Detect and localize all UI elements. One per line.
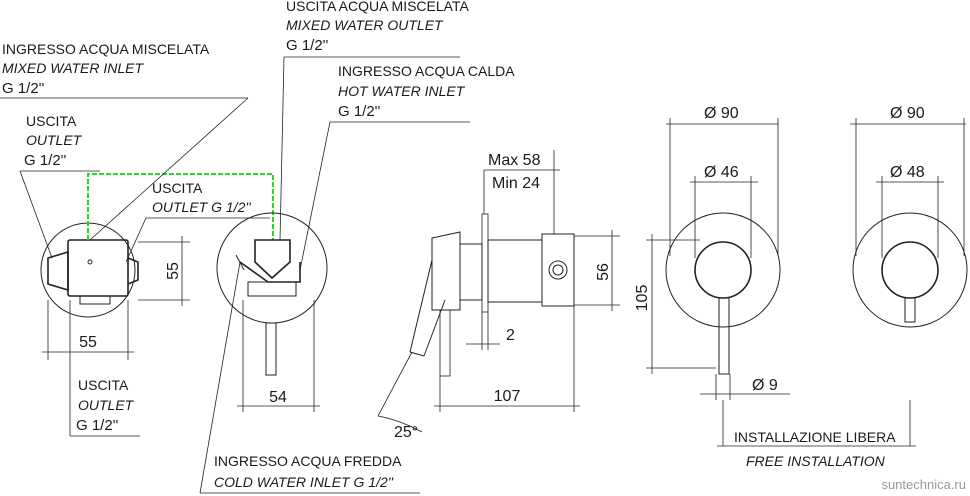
dimension-2: 2 — [466, 312, 515, 350]
dimension-plate1-inner: Ø 46 — [690, 164, 758, 258]
svg-text:OUTLET: OUTLET — [26, 132, 83, 148]
svg-text:G 1/2'': G 1/2'' — [286, 37, 329, 54]
svg-text:MIXED WATER INLET: MIXED WATER INLET — [2, 60, 145, 76]
dimension-plate1-outer: Ø 90 — [666, 105, 779, 256]
svg-text:OUTLET G 1/2'': OUTLET G 1/2'' — [152, 199, 252, 215]
watermark-text: suntechnica.ru — [881, 477, 966, 492]
svg-text:MIXED WATER OUTLET: MIXED WATER OUTLET — [286, 17, 444, 33]
dimension-107: 107 — [434, 306, 580, 412]
label-outlet-mid: USCITA OUTLET G 1/2'' — [125, 180, 270, 263]
svg-text:INGRESSO ACQUA FREDDA: INGRESSO ACQUA FREDDA — [214, 453, 402, 469]
svg-text:G 1/2'': G 1/2'' — [338, 103, 381, 120]
cover-plate-2 — [852, 212, 968, 328]
label-free-installation: INSTALLAZIONE LIBERA FREE INSTALLATION — [717, 400, 916, 469]
svg-text:G 1/2'': G 1/2'' — [24, 152, 67, 169]
svg-text:Ø 48: Ø 48 — [890, 164, 925, 181]
svg-text:G 1/2'': G 1/2'' — [2, 80, 45, 97]
svg-text:25°: 25° — [394, 424, 418, 441]
dimension-diameter-9: Ø 9 — [700, 374, 790, 400]
dimension-55-vertical: 55 — [138, 236, 190, 306]
svg-text:USCITA: USCITA — [78, 377, 129, 393]
valve-body-rear-view — [216, 212, 328, 376]
dim-55-v-text: 55 — [165, 262, 182, 280]
svg-text:OUTLET: OUTLET — [78, 397, 135, 413]
svg-text:USCITA: USCITA — [26, 113, 77, 129]
dimension-55-horizontal: 55 — [42, 300, 134, 360]
label-outlet-bottom: USCITA OUTLET G 1/2'' — [69, 300, 140, 437]
dim-54-text: 54 — [269, 389, 287, 406]
dimension-54: 54 — [237, 300, 320, 412]
label-mixed-water-outlet: USCITA ACQUA MISCELATA MIXED WATER OUTLE… — [279, 0, 469, 241]
dimension-plate2-inner: Ø 48 — [876, 164, 944, 258]
svg-text:Max 58: Max 58 — [488, 152, 541, 169]
svg-text:Ø 90: Ø 90 — [704, 105, 739, 122]
svg-text:COLD WATER INLET G 1/2'': COLD WATER INLET G 1/2'' — [214, 474, 394, 490]
svg-text:Min 24: Min 24 — [492, 175, 540, 192]
svg-text:G 1/2'': G 1/2'' — [76, 417, 119, 434]
svg-text:FREE INSTALLATION: FREE INSTALLATION — [746, 453, 886, 469]
svg-text:56: 56 — [595, 263, 612, 281]
label-mixed-water-inlet: INGRESSO ACQUA MISCELATA MIXED WATER INL… — [0, 41, 249, 241]
valve-body-front-view — [40, 222, 139, 318]
svg-text:USCITA ACQUA MISCELATA: USCITA ACQUA MISCELATA — [286, 0, 469, 14]
svg-text:2: 2 — [506, 327, 515, 344]
label-outlet-top: USCITA OUTLET G 1/2'' — [19, 113, 100, 259]
dimension-max-min: Max 58 Min 24 — [483, 150, 560, 234]
svg-text:Ø 9: Ø 9 — [752, 377, 778, 394]
mixer-side-view — [409, 213, 575, 377]
svg-text:105: 105 — [634, 285, 651, 312]
svg-text:Ø 90: Ø 90 — [890, 105, 925, 122]
dimension-56: 56 — [574, 230, 620, 311]
svg-text:107: 107 — [494, 388, 521, 405]
svg-text:HOT WATER INLET: HOT WATER INLET — [338, 83, 466, 99]
label-cold-water-inlet: INGRESSO ACQUA FREDDA COLD WATER INLET G… — [199, 261, 420, 494]
cover-plate-1 — [665, 212, 781, 375]
label-hot-water-inlet: INGRESSO ACQUA CALDA HOT WATER INLET G 1… — [299, 63, 515, 271]
svg-text:Ø 46: Ø 46 — [704, 164, 739, 181]
dimension-105: 105 — [634, 234, 716, 374]
svg-text:INSTALLAZIONE LIBERA: INSTALLAZIONE LIBERA — [734, 429, 896, 445]
dim-55-h-text: 55 — [79, 334, 97, 351]
svg-text:USCITA: USCITA — [152, 180, 203, 196]
svg-text:INGRESSO ACQUA CALDA: INGRESSO ACQUA CALDA — [338, 63, 515, 79]
green-pipe-connection — [87, 173, 274, 240]
dimension-plate2-outer: Ø 90 — [850, 105, 966, 256]
dimension-25-degrees: 25° — [377, 351, 423, 441]
svg-text:INGRESSO ACQUA MISCELATA: INGRESSO ACQUA MISCELATA — [2, 41, 210, 57]
